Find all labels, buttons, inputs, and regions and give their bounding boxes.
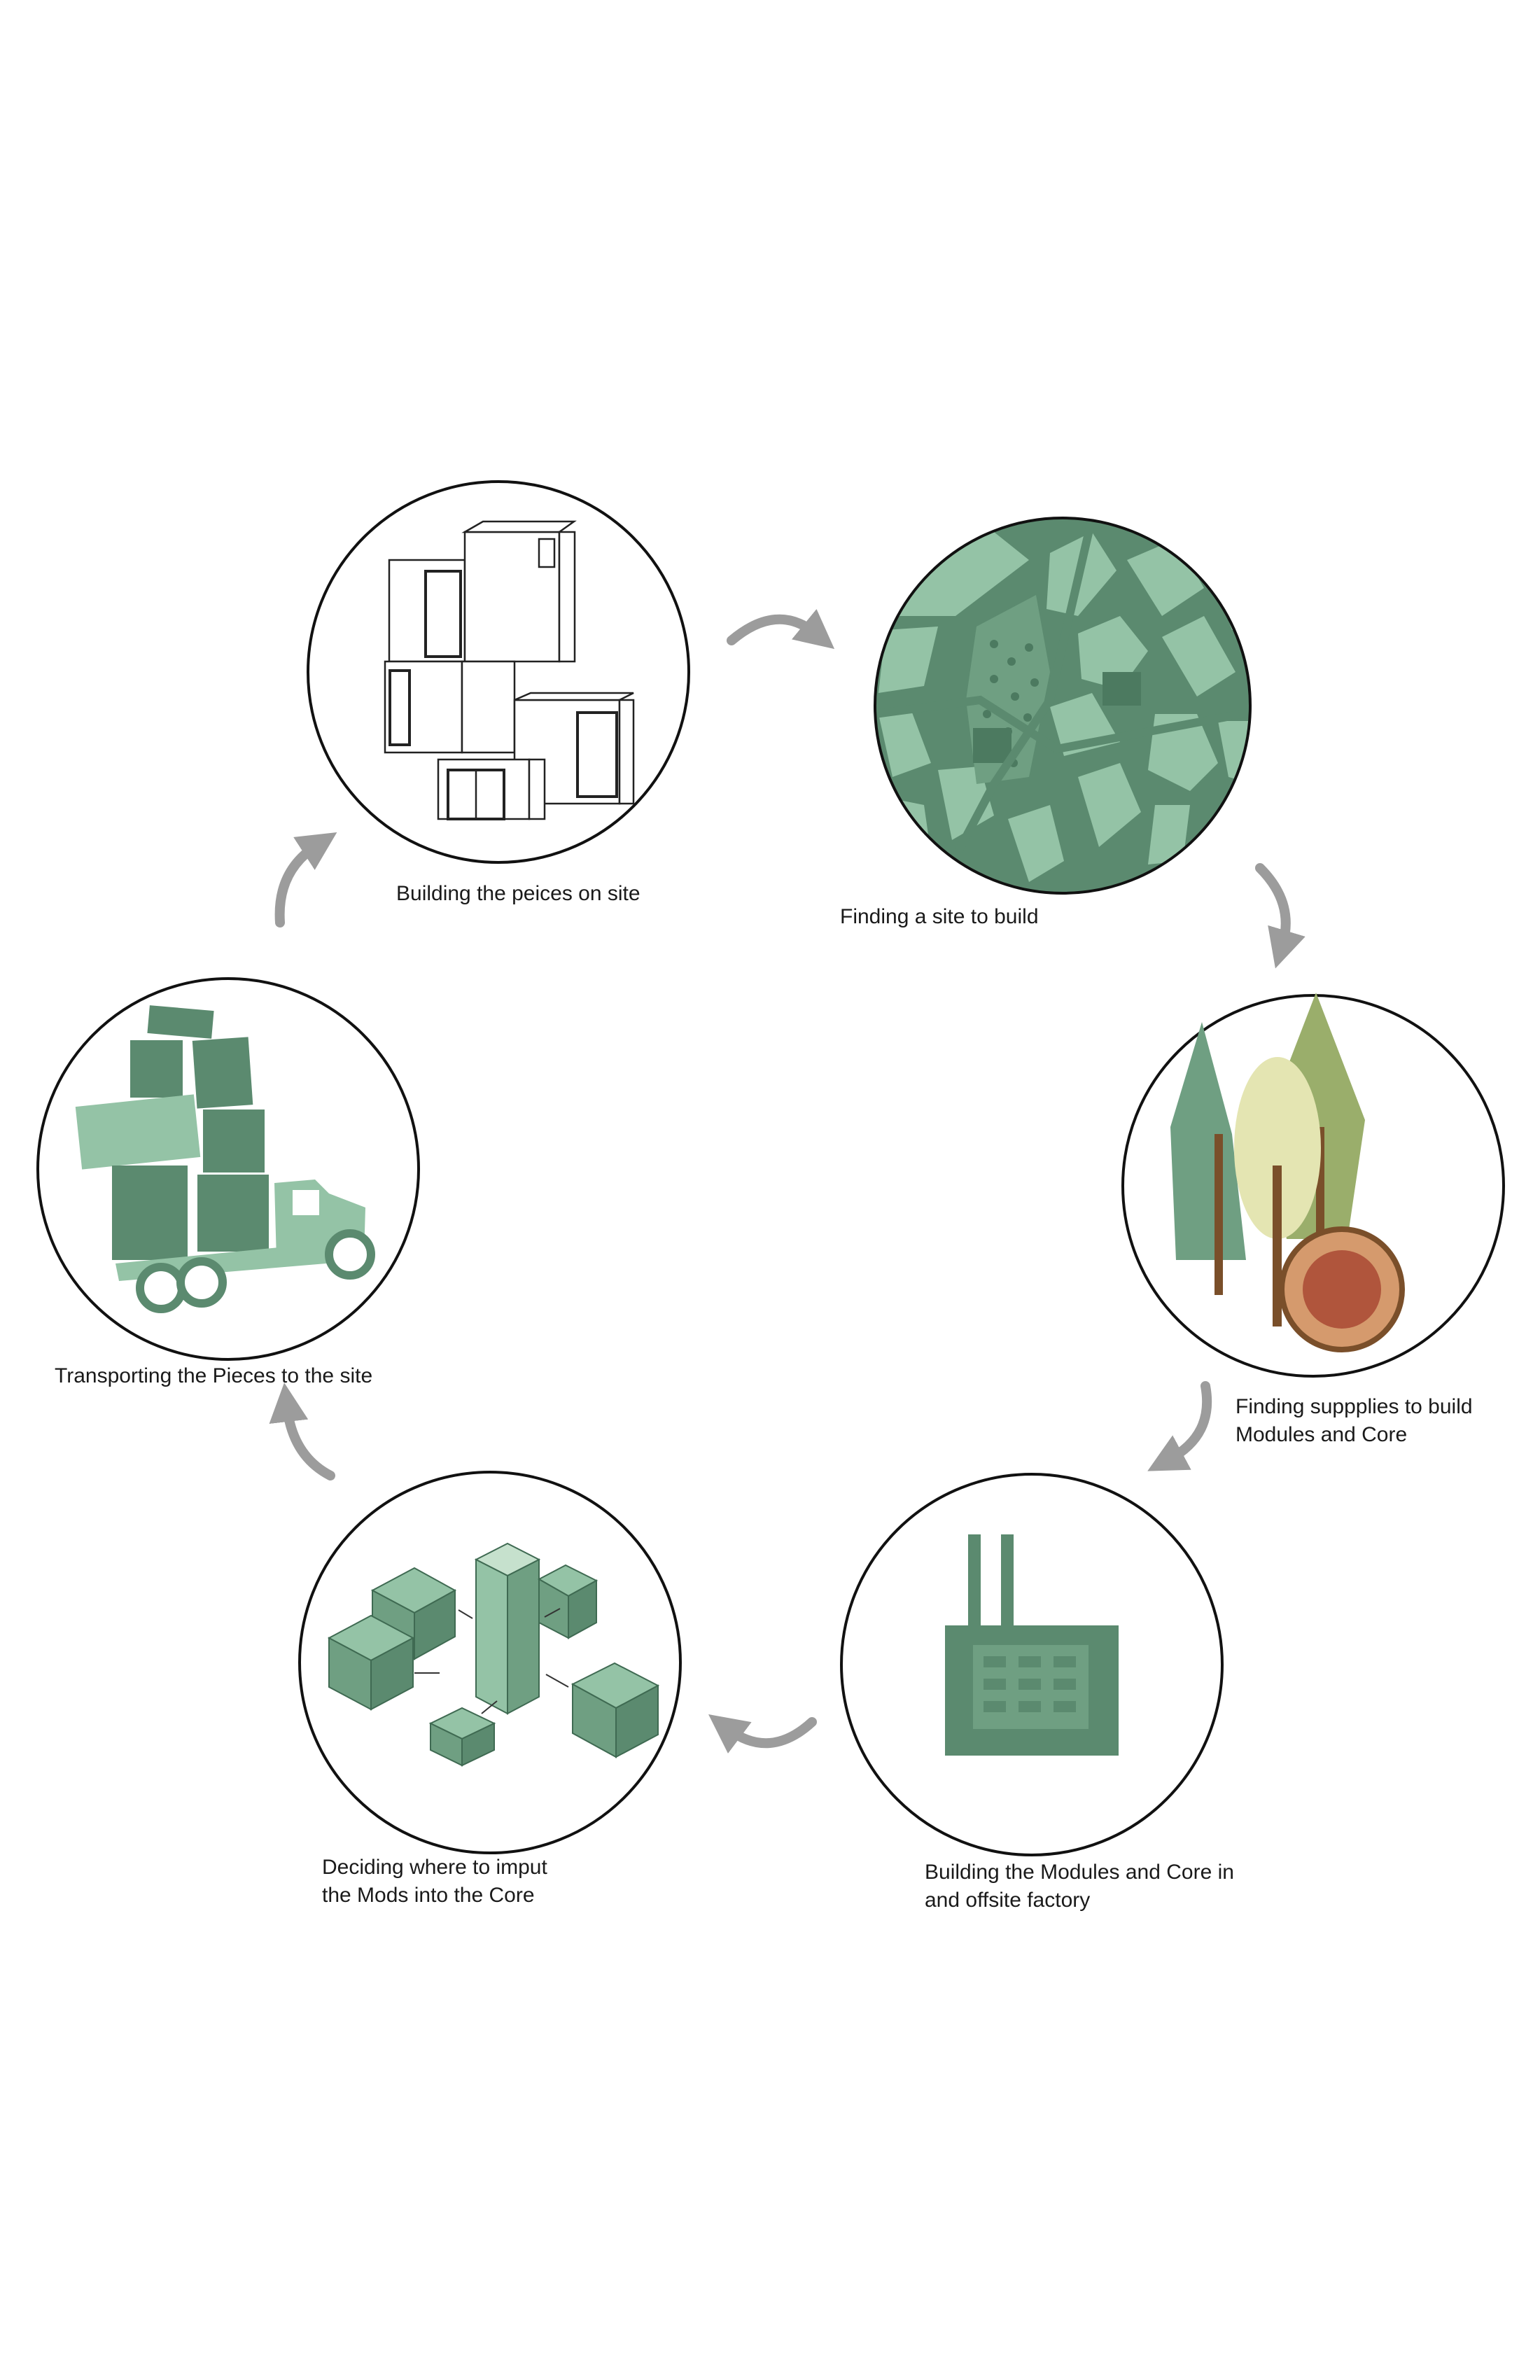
cycle-arrow-2 xyxy=(1255,863,1306,969)
cycle-arrows xyxy=(269,609,1306,1754)
step-find-supplies xyxy=(1121,993,1505,1378)
step-label-transport: Transporting the Pieces to the site xyxy=(55,1364,373,1387)
cycle-arrow-6 xyxy=(274,832,337,927)
cycle-arrow-5 xyxy=(269,1382,335,1480)
step-label-build-site: Building the peices on site xyxy=(396,882,640,905)
step-build-site xyxy=(307,480,690,864)
cycle-arrow-1 xyxy=(727,609,835,650)
step-label-find-supplies: Finding suppplies to build Modules and C… xyxy=(1236,1395,1473,1446)
truck-icon xyxy=(75,1005,375,1313)
modules-core-icon xyxy=(327,1542,660,1767)
factory-icon xyxy=(945,1534,1119,1756)
step-label-factory: Building the Modules and Core in and off… xyxy=(925,1861,1234,1912)
site-map-icon xyxy=(875,518,1250,893)
step-decide xyxy=(298,1471,682,1854)
cycle-arrow-3 xyxy=(1147,1381,1212,1471)
cycle-arrow-4 xyxy=(708,1714,817,1754)
step-label-decide: Deciding where to imput the Mods into th… xyxy=(322,1856,547,1907)
stacked-modules-icon xyxy=(384,520,635,820)
step-find-site xyxy=(874,517,1252,895)
step-label-find-site: Finding a site to build xyxy=(840,905,1039,928)
forest-timber-icon xyxy=(1170,993,1405,1352)
step-transport xyxy=(36,977,420,1361)
step-factory xyxy=(840,1473,1224,1856)
